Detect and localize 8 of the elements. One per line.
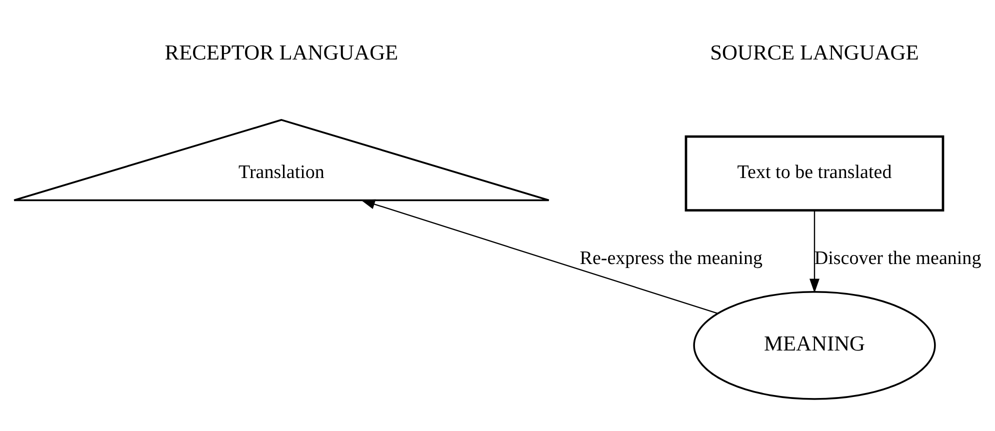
edge-label: Re-express the meaning (580, 247, 762, 268)
node-box: Text to be translated (684, 134, 944, 212)
edge-label: Discover the meaning (814, 247, 982, 268)
label: SOURCE LANGUAGE (710, 40, 919, 64)
label: RECEPTOR LANGUAGE (164, 40, 398, 64)
node-ellipse: MEANING (693, 290, 936, 400)
arrow (810, 210, 820, 293)
arrow (360, 198, 718, 314)
